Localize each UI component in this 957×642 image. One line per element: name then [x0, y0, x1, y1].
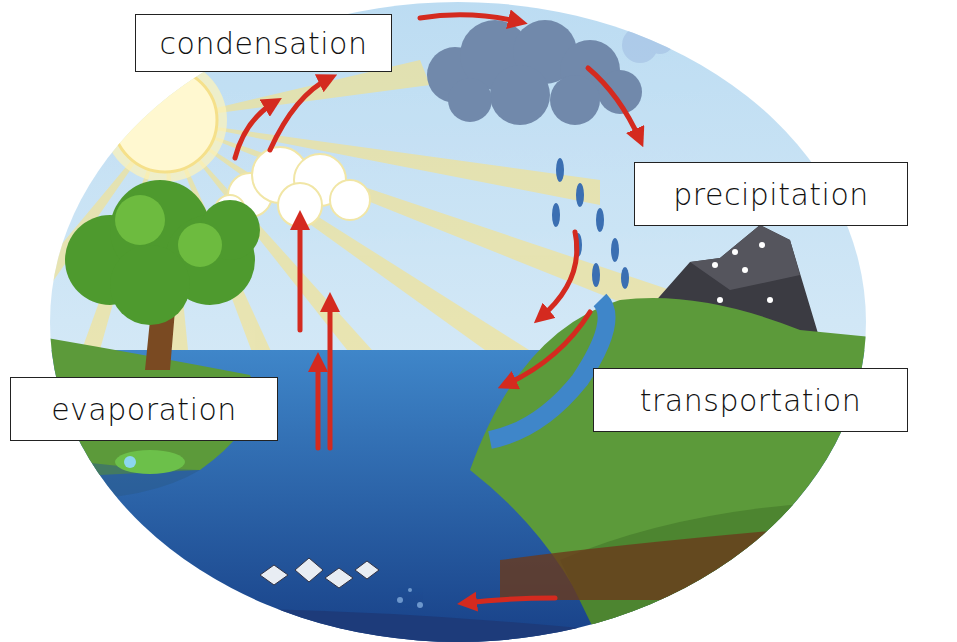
stage-label: transportation [640, 383, 861, 418]
cycle-arrows [235, 15, 640, 603]
label-box: transportation [593, 368, 908, 432]
label-box: precipitation [634, 162, 908, 226]
stage-label: precipitation [673, 177, 869, 212]
label-box: condensation [135, 14, 392, 72]
stage-label: evaporation [51, 392, 237, 427]
label-box: evaporation [10, 377, 278, 441]
stage-label: condensation [160, 26, 368, 61]
